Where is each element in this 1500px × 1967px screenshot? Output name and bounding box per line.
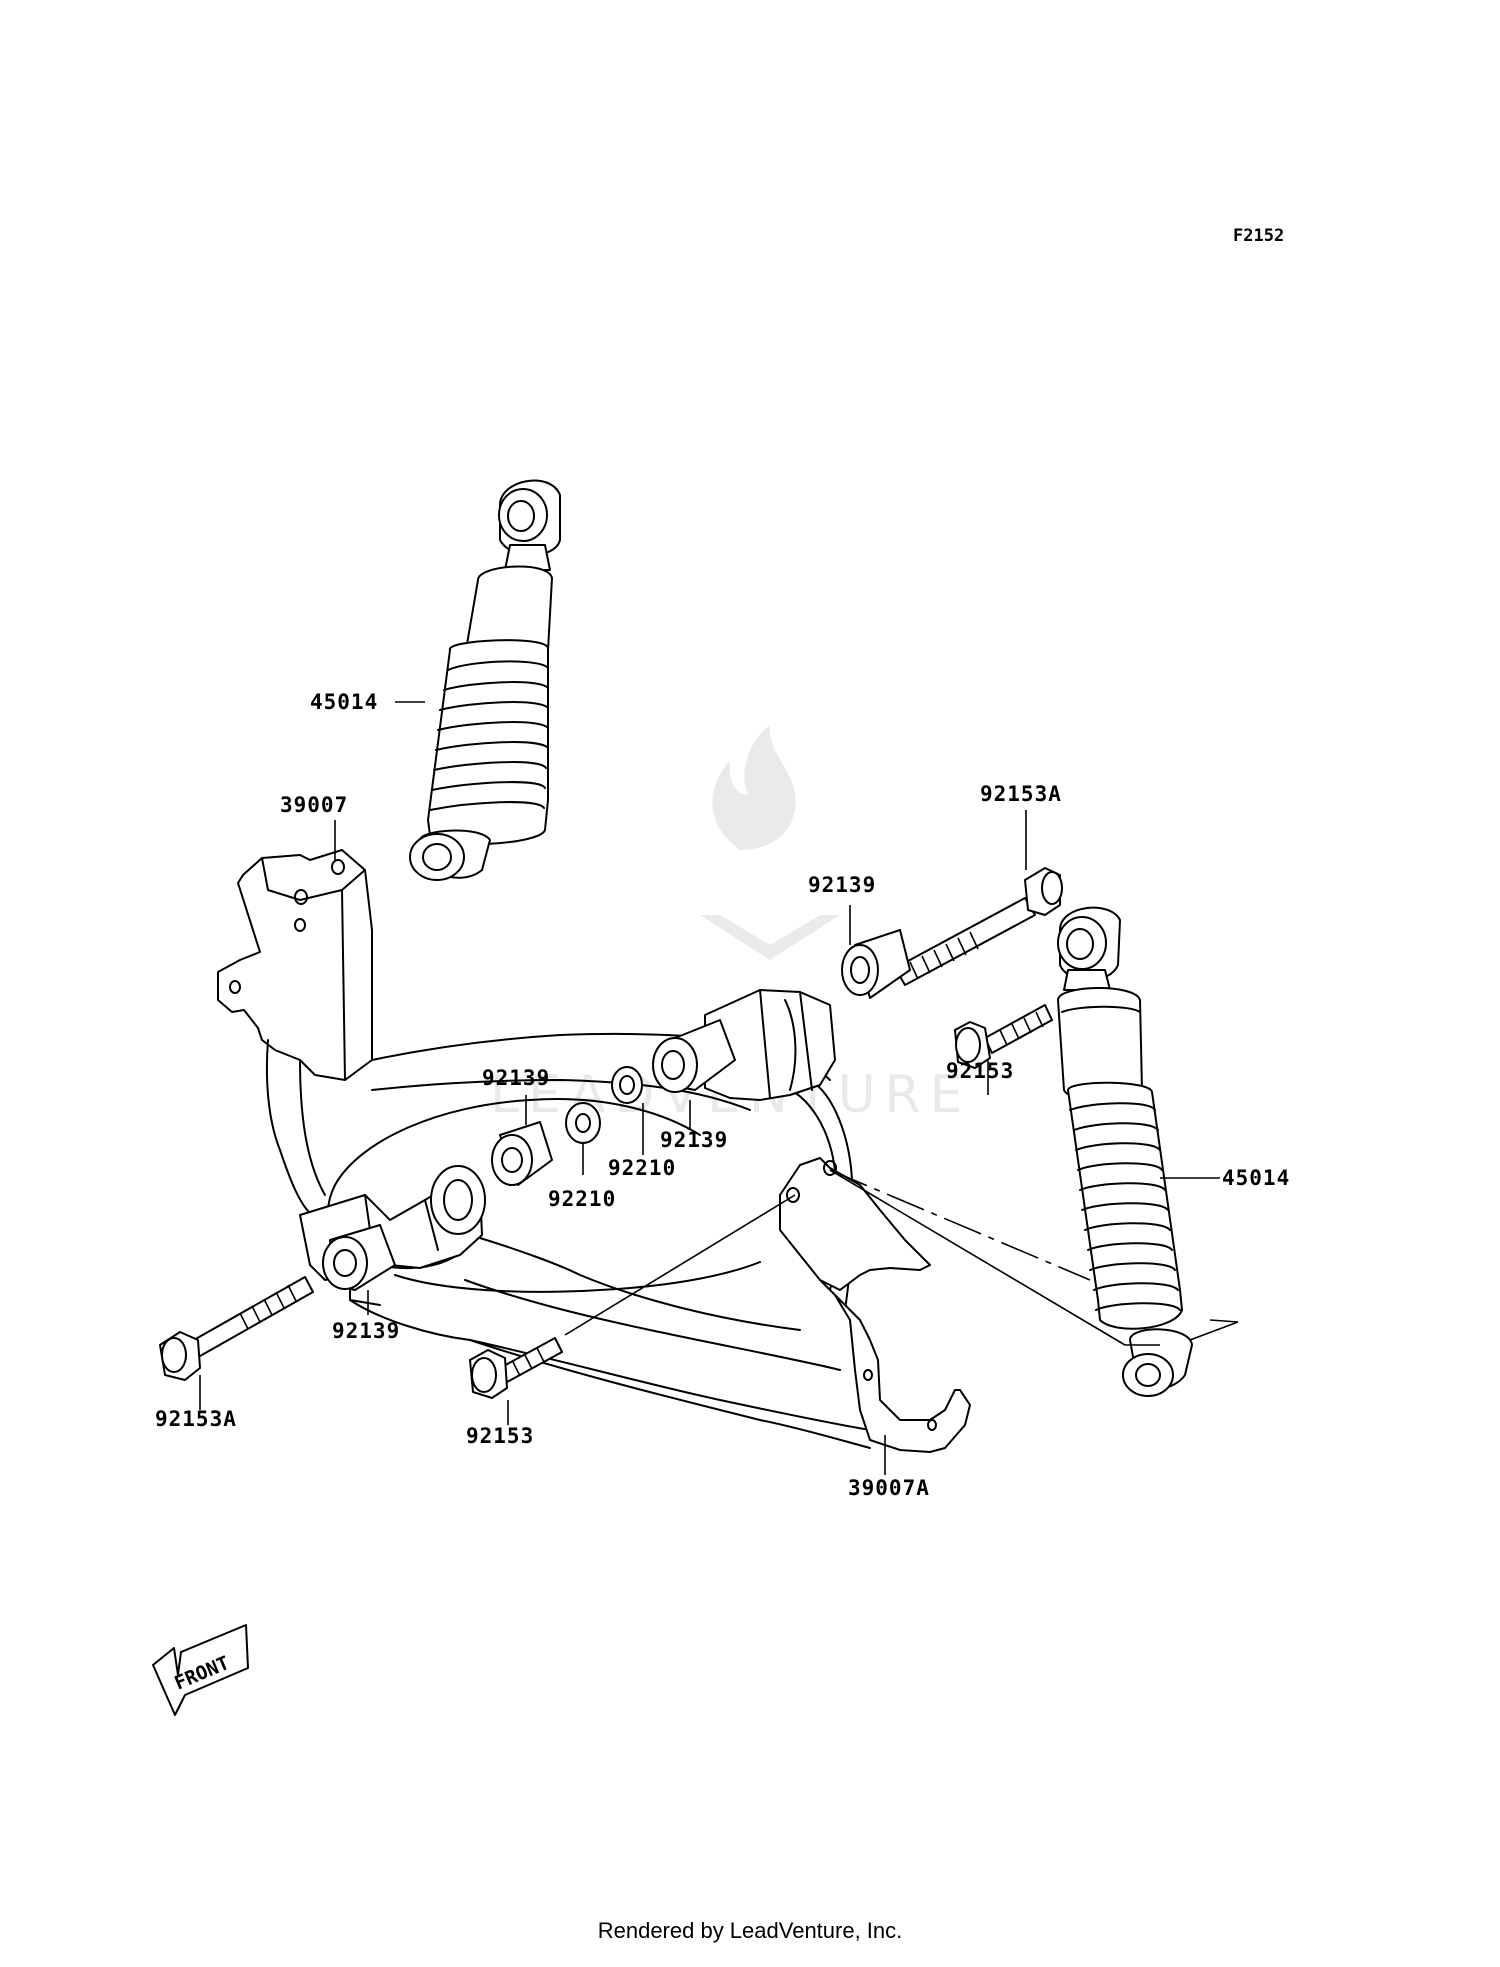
leader-lines [199,701,1220,1475]
callout-92210-right[interactable]: 92210 [608,1156,676,1180]
washer-right-92210 [611,1066,643,1104]
washer-left-92210 [565,1102,601,1144]
callout-45014-right[interactable]: 45014 [1222,1166,1290,1190]
callout-39007A[interactable]: 39007A [848,1476,930,1500]
callout-92139-mid-left[interactable]: 92139 [482,1066,550,1090]
collar-top-92139 [841,929,911,999]
front-direction-arrow-icon: FRONT [152,1624,249,1716]
collar-bottom-left-92139 [322,1224,396,1291]
bolt-long-bottom-left [159,1276,314,1381]
callout-92210-left[interactable]: 92210 [548,1187,616,1211]
callout-39007[interactable]: 39007 [280,793,348,817]
callout-92153-bottom[interactable]: 92153 [466,1424,534,1448]
callout-92139-top[interactable]: 92139 [808,873,876,897]
right-pivot-tube [704,989,836,1101]
footer-credit: Rendered by LeadVenture, Inc. [597,1918,903,1943]
spring-coils-left [427,639,549,846]
callout-92139-bottom-left[interactable]: 92139 [332,1319,400,1343]
bolt-short-right [954,1004,1053,1069]
collar-mid-left-92139 [491,1121,553,1186]
shock-absorber-upper-left [409,479,561,881]
swing-arm-assembly [217,849,971,1453]
callout-92153A-bottom[interactable]: 92153A [155,1407,237,1431]
callout-45014-left[interactable]: 45014 [310,690,378,714]
bolt-long-top-right [894,867,1063,986]
callout-labels: 45014 39007 92153A 92139 92153 45014 921… [155,690,1290,1500]
callout-92153A-top[interactable]: 92153A [980,782,1062,806]
figure-code: F2152 [1233,226,1284,246]
collar-mid-right-92139 [652,1019,736,1093]
spring-coils-right [1067,1081,1183,1330]
shock-absorber-right [1057,906,1193,1397]
callout-92139-mid-right[interactable]: 92139 [660,1128,728,1152]
assembly-lines [564,1169,1239,1346]
callout-92153-right[interactable]: 92153 [946,1059,1014,1083]
flame-logo-icon [700,725,840,960]
bolt-short-bottom [469,1337,563,1399]
